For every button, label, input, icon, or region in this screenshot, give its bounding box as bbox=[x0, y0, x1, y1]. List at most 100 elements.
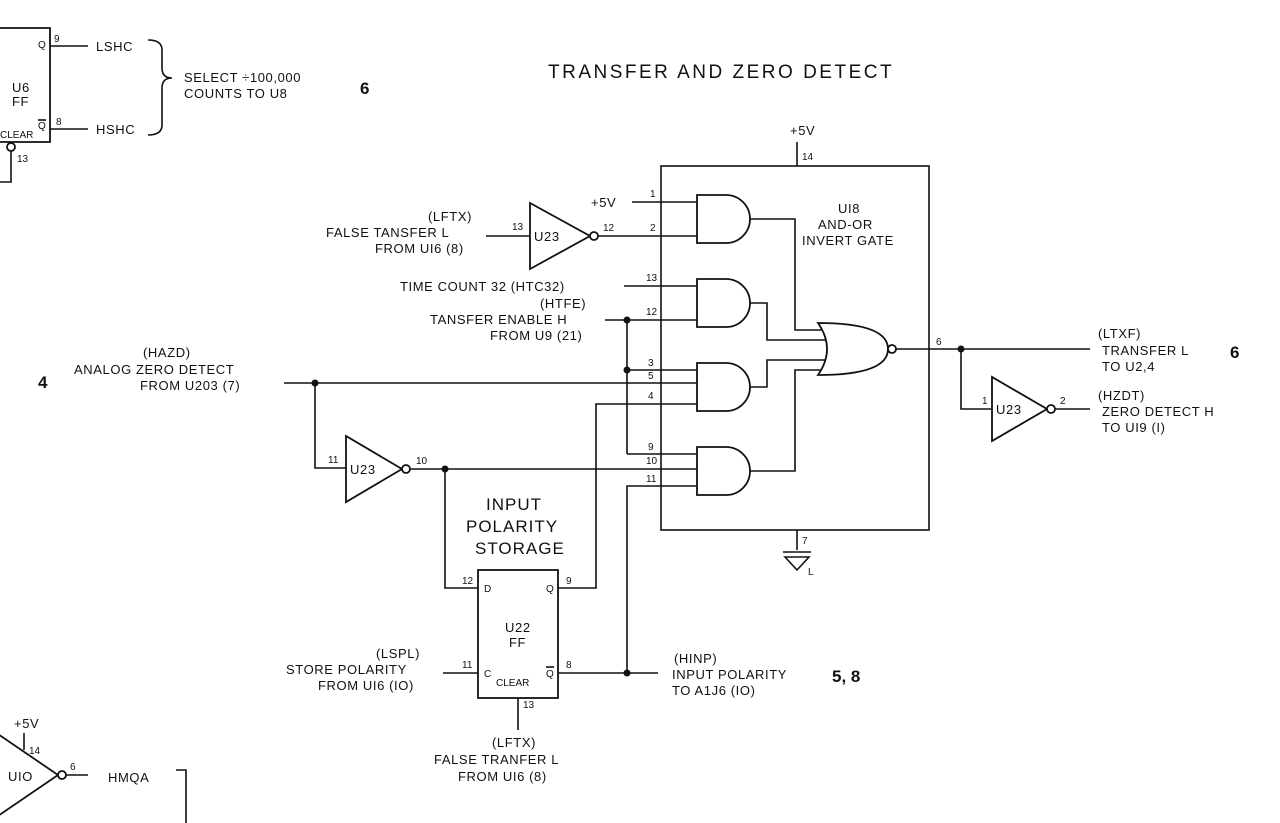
u6-note-line2: COUNTS TO U8 bbox=[184, 86, 288, 101]
u18-line2: INVERT GATE bbox=[802, 233, 894, 248]
u18-name: UI8 bbox=[838, 201, 860, 216]
u22-type: FF bbox=[509, 635, 526, 650]
u6-out-hshc: HSHC bbox=[96, 122, 135, 137]
u6-flip-flop: U6 FF Q Q CLEAR 9 8 13 LSHC HSHC SELECT … bbox=[0, 27, 369, 183]
lftx-mnemonic: (LFTX) bbox=[428, 209, 472, 224]
hazd-mnemonic: (HAZD) bbox=[143, 345, 191, 360]
u22-pin-clear: 13 bbox=[523, 700, 535, 711]
u23c-pin-out: 2 bbox=[1060, 396, 1066, 407]
hinp-ref: 5, 8 bbox=[832, 667, 860, 686]
ltxf-mnemonic: (LTXF) bbox=[1098, 326, 1141, 341]
storage-header2: POLARITY bbox=[466, 517, 558, 536]
diagram-title: TRANSFER AND ZERO DETECT bbox=[548, 62, 894, 83]
hzdt-line2: TO UI9 (I) bbox=[1102, 420, 1166, 435]
and-gate-3 bbox=[696, 362, 751, 412]
hazd-ref: 4 bbox=[38, 373, 48, 392]
and-gate-4 bbox=[696, 446, 751, 496]
u23b-name: U23 bbox=[350, 462, 376, 477]
hinp-line1: INPUT POLARITY bbox=[672, 667, 787, 682]
u6-pin-q: 9 bbox=[54, 34, 60, 45]
u6-q-label: Q bbox=[38, 40, 46, 51]
u10-vcc-label: +5V bbox=[14, 716, 39, 731]
u23b-pin-out: 10 bbox=[416, 456, 428, 467]
u23-inverter-c bbox=[991, 375, 1049, 443]
u18-pin-3: 3 bbox=[648, 358, 654, 369]
u10-pin-14: 14 bbox=[29, 746, 41, 757]
u18-pin-1: 1 bbox=[650, 189, 656, 200]
u22-flip-flop bbox=[477, 569, 559, 699]
lspl-line1: STORE POLARITY bbox=[286, 662, 407, 677]
u22-pin-c: 11 bbox=[462, 660, 473, 671]
u18-pin-6: 6 bbox=[936, 337, 942, 348]
lftx2-line2: FROM UI6 (8) bbox=[458, 769, 547, 784]
lftx-line2: FROM UI6 (8) bbox=[375, 241, 464, 256]
u22-qbar-label: Q bbox=[546, 669, 554, 680]
htc32-line1: TIME COUNT 32 (HTC32) bbox=[400, 279, 565, 294]
u22-q-label: Q bbox=[546, 584, 554, 595]
u23a-pin-in: 13 bbox=[512, 222, 524, 233]
nor-gate bbox=[816, 322, 889, 376]
u22-name: U22 bbox=[505, 620, 531, 635]
u18-pin-14: 14 bbox=[802, 152, 814, 163]
hzdt-line1: ZERO DETECT H bbox=[1102, 404, 1214, 419]
u18-pin-7: 7 bbox=[802, 536, 808, 547]
lspl-mnemonic: (LSPL) bbox=[376, 646, 420, 661]
lftx2-mnemonic: (LFTX) bbox=[492, 735, 536, 750]
storage-header1: INPUT bbox=[486, 495, 542, 514]
and-gate-1 bbox=[696, 194, 751, 244]
u18-pin-2: 2 bbox=[650, 223, 656, 234]
u22-c-label: C bbox=[484, 669, 491, 680]
and-gate-2 bbox=[696, 278, 751, 328]
hazd-line1: ANALOG ZERO DETECT bbox=[74, 362, 234, 377]
u23c-pin-in: 1 bbox=[982, 396, 988, 407]
u18-vcc-label: +5V bbox=[790, 123, 815, 138]
u18-pin-5: 5 bbox=[648, 371, 654, 382]
u23a-pin-out: 12 bbox=[603, 223, 615, 234]
u10-name: UIO bbox=[8, 769, 33, 784]
hinp-mnemonic: (HINP) bbox=[674, 651, 717, 666]
u22-clear-label: CLEAR bbox=[496, 678, 529, 689]
u22-pin-q: 9 bbox=[566, 576, 572, 587]
u18-pin-11: 11 bbox=[646, 474, 657, 485]
u18-pin-4: 4 bbox=[648, 391, 654, 402]
gate1-vcc-label: +5V bbox=[591, 195, 616, 210]
lftx2-line1: FALSE TRANFER L bbox=[434, 752, 559, 767]
u6-note-line1: SELECT ÷100,000 bbox=[184, 70, 301, 85]
u23b-pin-in: 11 bbox=[328, 455, 339, 466]
u23c-name: U23 bbox=[996, 402, 1022, 417]
u18-pin-12: 12 bbox=[646, 307, 658, 318]
hazd-line2: FROM U203 (7) bbox=[140, 378, 240, 393]
u10-inverter: +5V 14 UIO 6 HMQA bbox=[0, 716, 187, 823]
nor-output-bubble bbox=[887, 344, 897, 354]
u6-name: U6 bbox=[12, 80, 30, 95]
htfe-mnemonic: (HTFE) bbox=[540, 296, 586, 311]
u10-pin-out: 6 bbox=[70, 762, 76, 773]
u6-pin-qbar: 8 bbox=[56, 117, 62, 128]
storage-header3: STORAGE bbox=[475, 539, 565, 558]
u6-out-lshc: LSHC bbox=[96, 39, 133, 54]
u18-line1: AND-OR bbox=[818, 217, 873, 232]
ltxf-ref: 6 bbox=[1230, 343, 1239, 362]
u18-pin-13: 13 bbox=[646, 273, 658, 284]
u22-pin-d: 12 bbox=[462, 576, 474, 587]
u6-ref: 6 bbox=[360, 79, 369, 98]
u23-inverter-a bbox=[529, 201, 592, 271]
u6-brace bbox=[147, 39, 173, 136]
u23a-name: U23 bbox=[534, 229, 560, 244]
u23-inverter-b bbox=[345, 434, 404, 504]
htfe-line2: FROM U9 (21) bbox=[490, 328, 582, 343]
u6-clear-label: CLEAR bbox=[0, 130, 33, 141]
u18-pin-10: 10 bbox=[646, 456, 658, 467]
u22-pin-qbar: 8 bbox=[566, 660, 572, 671]
u6-type: FF bbox=[12, 94, 29, 109]
ltxf-line1: TRANSFER L bbox=[1102, 343, 1189, 358]
u18-package: +5V 14 UI8 AND-OR INVERT GATE 7 L bbox=[660, 123, 930, 578]
u6-qbar-label: Q bbox=[38, 121, 46, 132]
ground-label: L bbox=[808, 567, 814, 578]
u6-pin-clear: 13 bbox=[17, 154, 29, 165]
ltxf-line2: TO U2,4 bbox=[1102, 359, 1155, 374]
lftx-line1: FALSE TANSFER L bbox=[326, 225, 449, 240]
hinp-line2: TO A1J6 (IO) bbox=[672, 683, 756, 698]
u22-d-label: D bbox=[484, 584, 491, 595]
